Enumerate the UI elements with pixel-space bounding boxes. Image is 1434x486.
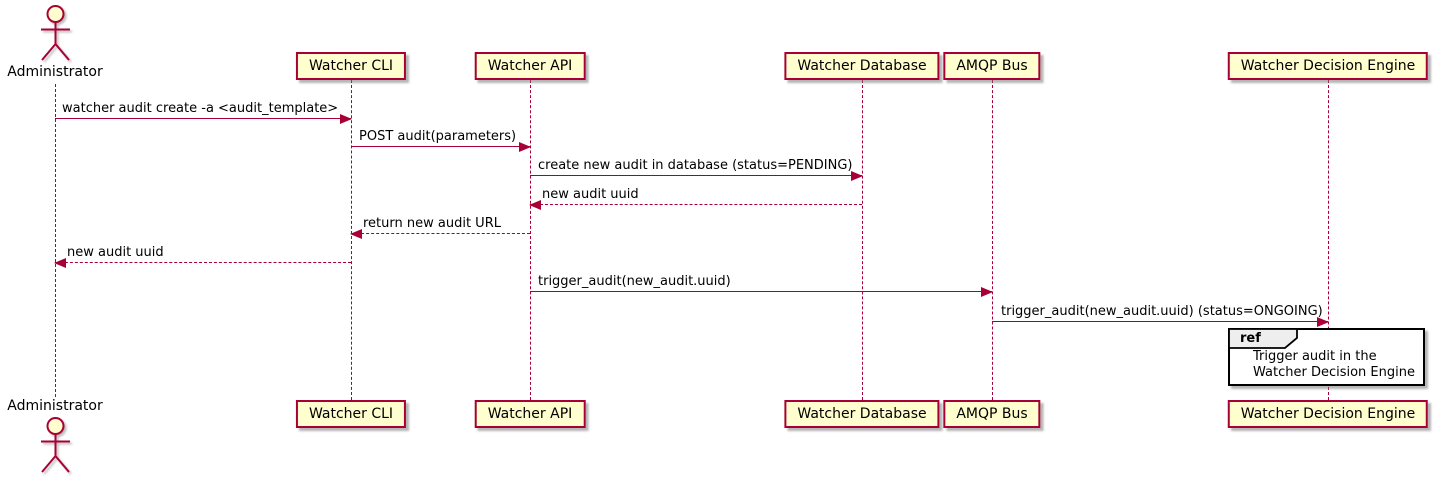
participant-amqp-bus-top: AMQP Bus bbox=[943, 52, 1041, 80]
lifeline-watcher-decision-engine bbox=[1328, 80, 1329, 400]
participant-watcher-api-top: Watcher API bbox=[474, 52, 586, 80]
participant-watcher-cli-top: Watcher CLI bbox=[295, 52, 407, 80]
participant-watcher-decision-engine-bottom: Watcher Decision Engine bbox=[1227, 400, 1429, 428]
participant-watcher-decision-engine-top: Watcher Decision Engine bbox=[1227, 52, 1429, 80]
participant-watcher-api-bottom: Watcher API bbox=[474, 400, 586, 428]
lifeline-watcher-cli bbox=[351, 80, 352, 400]
ref-pentagon-icon bbox=[1228, 328, 1298, 349]
arrowhead-right-icon bbox=[519, 142, 531, 152]
arrowhead-left-icon bbox=[529, 200, 541, 210]
participant-amqp-bus-bottom: AMQP Bus bbox=[943, 400, 1041, 428]
message-arrow bbox=[55, 114, 352, 124]
lifeline-watcher-api bbox=[530, 80, 531, 400]
message-return-arrow bbox=[350, 229, 530, 239]
participant-watcher-database-top: Watcher Database bbox=[784, 52, 940, 80]
lifeline-watcher-database bbox=[862, 80, 863, 400]
message-label: return new audit URL bbox=[363, 216, 501, 231]
ref-text-line1: Trigger audit in the bbox=[1253, 349, 1377, 364]
actor-label-bottom: Administrator bbox=[7, 398, 103, 414]
actor-label-top: Administrator bbox=[7, 64, 103, 80]
actor-icon bbox=[41, 417, 70, 473]
participant-watcher-cli-bottom: Watcher CLI bbox=[295, 400, 407, 428]
participant-watcher-database-bottom: Watcher Database bbox=[784, 400, 940, 428]
arrowhead-left-icon bbox=[350, 229, 362, 239]
ref-keyword: ref bbox=[1240, 331, 1261, 346]
message-arrow bbox=[351, 142, 531, 152]
message-label: watcher audit create -a <audit_template> bbox=[62, 101, 339, 116]
message-return-arrow bbox=[529, 200, 862, 210]
ref-fragment: ref Trigger audit in the Watcher Decisio… bbox=[1228, 328, 1425, 386]
message-label: POST audit(parameters) bbox=[359, 129, 517, 144]
message-arrow bbox=[530, 171, 863, 181]
lifeline-administrator bbox=[55, 84, 56, 397]
ref-text: Trigger audit in the Watcher Decision En… bbox=[1253, 349, 1415, 380]
message-label: trigger_audit(new_audit.uuid) (status=ON… bbox=[1001, 304, 1323, 319]
message-arrow bbox=[530, 287, 993, 297]
message-arrow bbox=[992, 317, 1329, 327]
message-label: new audit uuid bbox=[542, 187, 639, 202]
arrowhead-right-icon bbox=[1317, 317, 1329, 327]
arrowhead-right-icon bbox=[340, 114, 352, 124]
message-return-arrow bbox=[54, 258, 351, 268]
arrowhead-right-icon bbox=[981, 287, 993, 297]
message-label: trigger_audit(new_audit.uuid) bbox=[538, 274, 731, 289]
arrowhead-right-icon bbox=[851, 171, 863, 181]
message-label: create new audit in database (status=PEN… bbox=[538, 158, 853, 173]
lifeline-amqp-bus bbox=[992, 80, 993, 400]
actor-icon bbox=[41, 5, 70, 61]
message-label: new audit uuid bbox=[67, 245, 164, 260]
ref-text-line2: Watcher Decision Engine bbox=[1253, 364, 1415, 380]
arrowhead-left-icon bbox=[54, 258, 66, 268]
